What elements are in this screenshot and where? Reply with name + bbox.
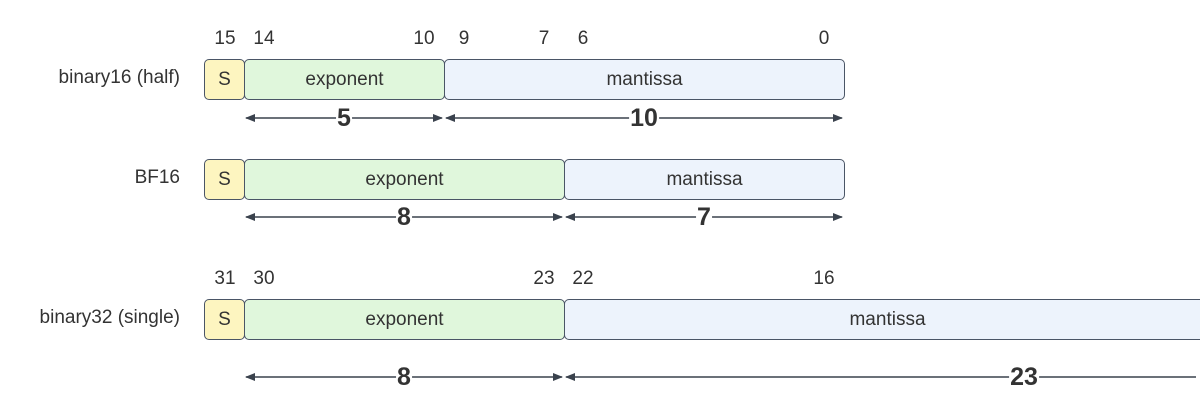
mantissa-width-label: 7 <box>696 203 712 231</box>
mantissa-width-label: 10 <box>629 104 659 132</box>
bit-number: 7 <box>538 28 550 49</box>
bit-number: 0 <box>818 28 830 49</box>
exponent-width-label: 8 <box>396 203 412 231</box>
bit-number: 6 <box>577 28 589 49</box>
bit-number: 22 <box>572 268 594 289</box>
format-label-binary32: binary32 (single) <box>39 307 180 328</box>
sign-field: S <box>204 59 245 100</box>
mantissa-field: mantissa <box>564 159 845 200</box>
mantissa-field: mantissa <box>444 59 845 100</box>
bit-number: 9 <box>458 28 470 49</box>
format-label-binary16: binary16 (half) <box>58 67 180 88</box>
bit-number: 15 <box>214 28 236 49</box>
bit-number: 23 <box>533 268 555 289</box>
bit-number: 10 <box>413 28 435 49</box>
bit-number: 30 <box>253 268 275 289</box>
exponent-width-label: 5 <box>336 104 352 132</box>
sign-field: S <box>204 299 245 340</box>
exponent-field: exponent <box>244 159 565 200</box>
mantissa-field: mantissa <box>564 299 1200 340</box>
sign-field: S <box>204 159 245 200</box>
exponent-field: exponent <box>244 299 565 340</box>
format-label-bf16: BF16 <box>134 167 180 188</box>
exponent-width-label: 8 <box>396 363 412 391</box>
bit-number: 31 <box>214 268 236 289</box>
bit-number: 16 <box>813 268 835 289</box>
bit-number: 14 <box>253 28 275 49</box>
exponent-field: exponent <box>244 59 445 100</box>
mantissa-width-label: 23 <box>1009 363 1039 391</box>
